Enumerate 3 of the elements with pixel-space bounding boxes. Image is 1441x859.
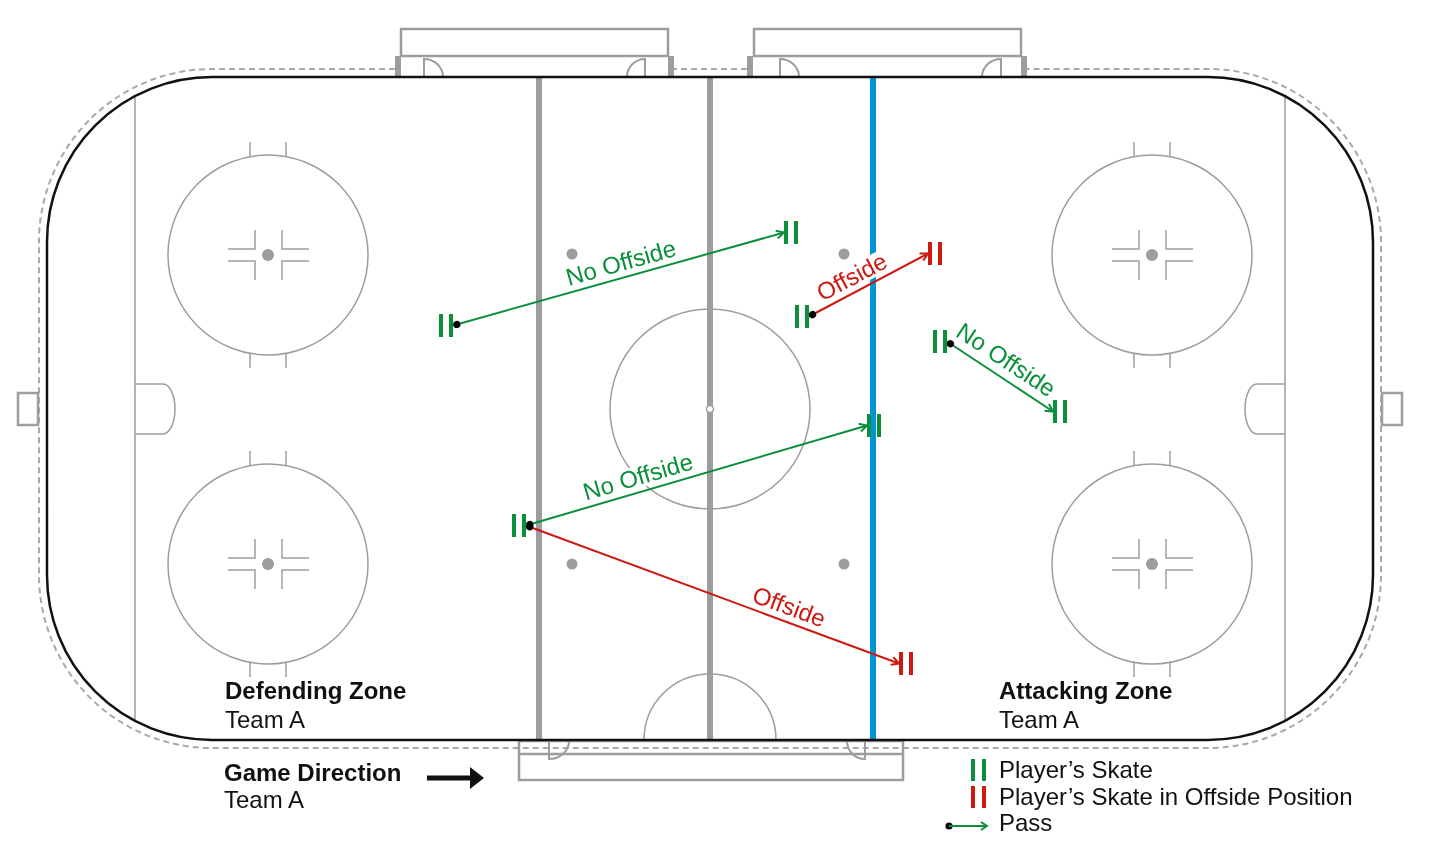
legend-label: Pass [999, 809, 1053, 837]
legend-label: Player’s Skate in Offside Position [999, 782, 1353, 811]
team-label: Team A [224, 786, 305, 814]
